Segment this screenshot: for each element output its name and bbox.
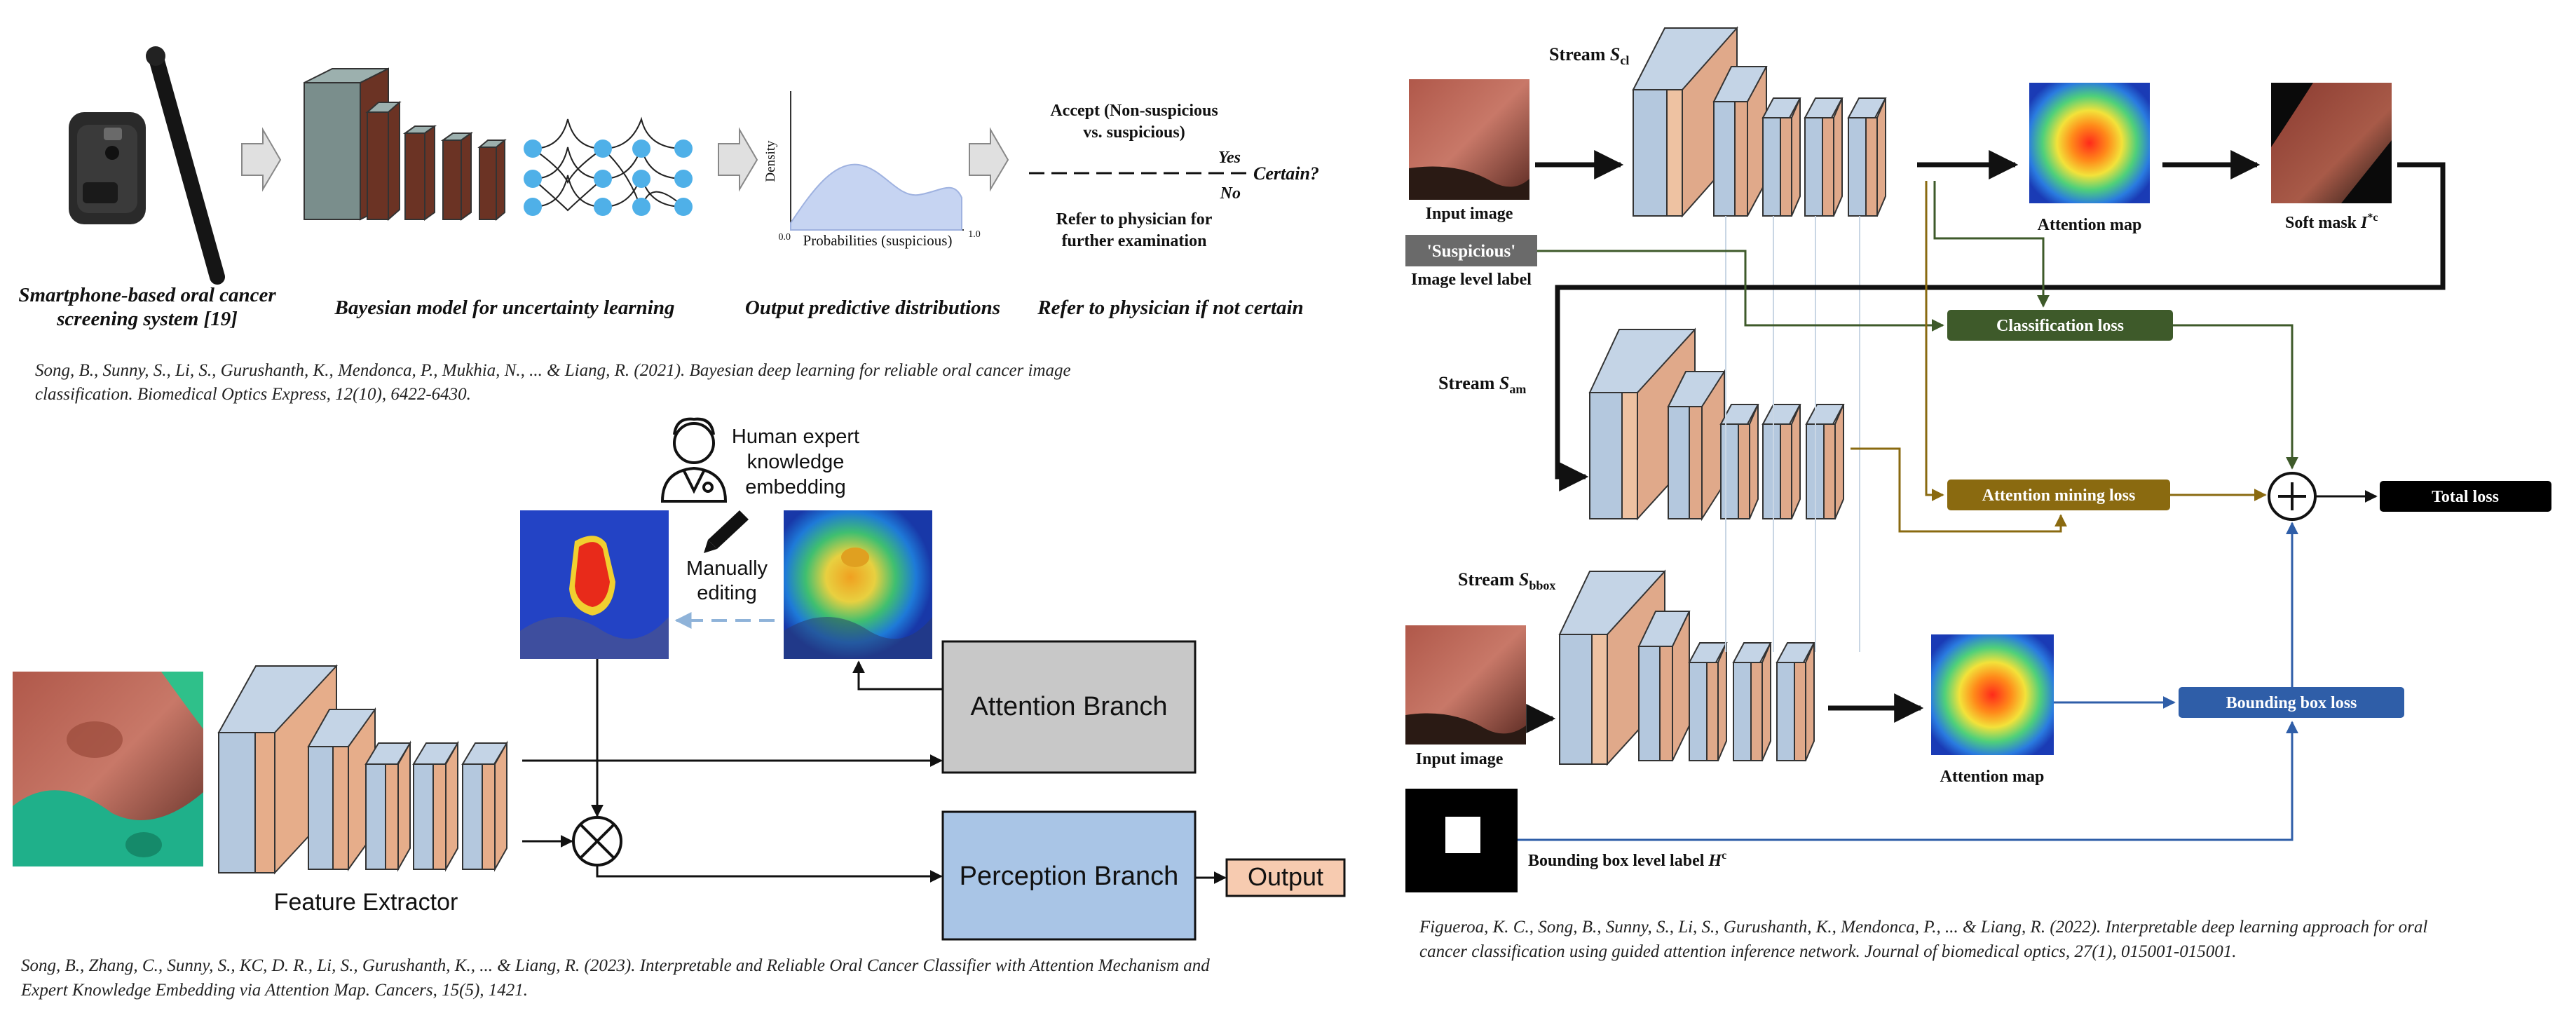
- panel-c: Stream Scl Stream Sam Stream Sbbox Input…: [1405, 26, 2551, 961]
- yes-label: Yes: [1218, 149, 1241, 167]
- citation-c-line2: cancer classification using guided atten…: [1419, 942, 2237, 961]
- panel-b: Human expert knowledge embedding Manuall…: [13, 417, 1346, 1000]
- attention-branch-box: [941, 640, 1197, 774]
- citation-a-line1: Song, B., Sunny, S., Li, S., Gurushanth,…: [35, 361, 1071, 380]
- attention-map-1-label: Attention map: [2038, 216, 2142, 234]
- suspicious-label-box: [1405, 235, 1537, 266]
- stream-bbox-cnn-blocks: [1558, 569, 1815, 766]
- output-box: [1225, 858, 1346, 897]
- citation-c-line1: Figueroa, K. C., Song, B., Sunny, S., Li…: [1419, 918, 2427, 937]
- panel-c-main-flow: [1526, 150, 2446, 733]
- stream-am-sub: am: [1509, 382, 1526, 396]
- input-image-2-image: [1405, 625, 1526, 745]
- manual-line1: Manually: [686, 557, 768, 580]
- image-level-label: Image level label: [1411, 271, 1532, 289]
- attention-mining-loss-label: Attention mining loss: [1982, 487, 2136, 505]
- no-label: No: [1220, 184, 1241, 203]
- output-caption: Output predictive distributions: [745, 297, 1000, 319]
- soft-mask-image: [2271, 83, 2392, 203]
- bbox-label-prefix: Bounding box level label: [1528, 852, 1708, 870]
- attention-map-2-image: [1931, 634, 2054, 755]
- attention-map-2-label: Attention map: [1940, 768, 2045, 786]
- soft-mask-prefix: Soft mask: [2285, 214, 2361, 232]
- prob-axis-label: Probabilities (suspicious): [803, 232, 953, 249]
- stream-cl-sub: cl: [1620, 53, 1629, 67]
- stream-bbox-sub: bbox: [1529, 578, 1555, 592]
- expert-line1: Human expert: [732, 426, 859, 448]
- density-axis-label: Density: [763, 140, 778, 182]
- accept-line2: vs. suspicious): [1083, 123, 1185, 142]
- feature-extractor-label: Feature Extractor: [274, 889, 458, 916]
- stream-am-label: Stream Sam: [1438, 373, 1526, 396]
- refer-caption: Refer to physician if not certain: [1037, 297, 1303, 319]
- total-loss-label: Total loss: [2432, 488, 2499, 506]
- perception-branch-box: [941, 810, 1197, 941]
- tick-min: 0.0: [779, 232, 791, 243]
- output-label: Output: [1248, 862, 1323, 891]
- soft-mask-var: I: [2360, 214, 2369, 232]
- bayesian-cnn-blocks: [304, 67, 507, 222]
- bbox-label: Bounding box level label Hc: [1528, 850, 1726, 870]
- soft-mask-label: Soft mask I*c: [2285, 212, 2378, 232]
- stream-cl-label: Stream Scl: [1549, 44, 1629, 67]
- suspicious-label: 'Suspicious': [1427, 242, 1515, 261]
- stream-bbox-prefix: Stream: [1458, 569, 1519, 590]
- soft-mask-sup: *c: [2367, 212, 2378, 224]
- predictive-distribution-plot: [790, 91, 964, 231]
- stream-bbox-label: Stream Sbbox: [1458, 569, 1555, 592]
- citation-b-line1: Song, B., Zhang, C., Sunny, S., KC, D. R…: [21, 956, 1210, 975]
- panel-c-loss-connectors: [1518, 181, 2378, 841]
- bbox-label-var: H: [1708, 852, 1722, 870]
- network-nodes: [524, 140, 693, 216]
- panel-a: Smartphone-based oral cancer screening s…: [18, 46, 1319, 404]
- classification-loss-box: [1947, 310, 2173, 341]
- attention-map-1-image: [2029, 83, 2150, 203]
- doctor-icon: [660, 417, 728, 503]
- oral-input-image: [13, 672, 203, 866]
- expert-line3: embedding: [745, 476, 846, 498]
- bbox-label-sup: c: [1722, 850, 1726, 862]
- raw-attention-map-image: [784, 510, 932, 659]
- accept-line1: Accept (Non-suspicious: [1050, 102, 1218, 120]
- device-caption-line1: Smartphone-based oral cancer: [18, 284, 276, 306]
- bayes-caption: Bayesian model for uncertainty learning: [334, 297, 675, 319]
- stream-am-cnn-blocks: [1588, 327, 1845, 522]
- stream-am-var: S: [1499, 373, 1509, 393]
- flow-arrow-2: [718, 127, 758, 192]
- input-image-2-label: Input image: [1416, 750, 1504, 768]
- input-image-1-label: Input image: [1426, 205, 1513, 223]
- flow-arrow-3: [969, 127, 1009, 192]
- manual-line2: editing: [697, 582, 756, 604]
- classification-loss-label: Classification loss: [1996, 317, 2124, 335]
- feature-extractor-blocks: [217, 664, 508, 875]
- tick-max: 1.0: [968, 229, 981, 240]
- bounding-box-loss-box: [2179, 687, 2404, 718]
- input-image-1: [1409, 79, 1529, 200]
- stream-cl-prefix: Stream: [1549, 44, 1610, 64]
- stream-bbox-var: S: [1519, 569, 1529, 590]
- flow-arrow-1: [241, 127, 282, 192]
- smartphone-device-icon: [69, 46, 225, 285]
- edited-attention-map-image: [520, 510, 669, 659]
- attention-mining-loss-box: [1947, 480, 2170, 510]
- refer-line2: further examination: [1062, 232, 1207, 250]
- perception-branch-label: Perception Branch: [960, 862, 1179, 891]
- stream-am-prefix: Stream: [1438, 373, 1499, 393]
- certain-label: Certain?: [1253, 163, 1319, 184]
- pencil-icon: [704, 510, 749, 553]
- expert-line2: knowledge: [747, 451, 845, 473]
- panel-b-connectors: [522, 659, 1227, 884]
- stream-cl-cnn-blocks: [1632, 26, 1887, 218]
- bounding-box-loss-label: Bounding box loss: [2226, 694, 2357, 712]
- citation-b-line2: Expert Knowledge Embedding via Attention…: [20, 981, 528, 1000]
- refer-line1: Refer to physician for: [1056, 210, 1213, 229]
- total-loss-box: [2380, 481, 2551, 512]
- stream-cl-var: S: [1610, 44, 1620, 64]
- bbox-label-white-box: [1445, 817, 1480, 853]
- device-caption-line2: screening system [19]: [56, 308, 238, 330]
- attention-branch-label: Attention Branch: [971, 692, 1168, 721]
- citation-a-line2: classification. Biomedical Optics Expres…: [35, 385, 471, 404]
- bayesian-dense-network-icon: [532, 116, 684, 212]
